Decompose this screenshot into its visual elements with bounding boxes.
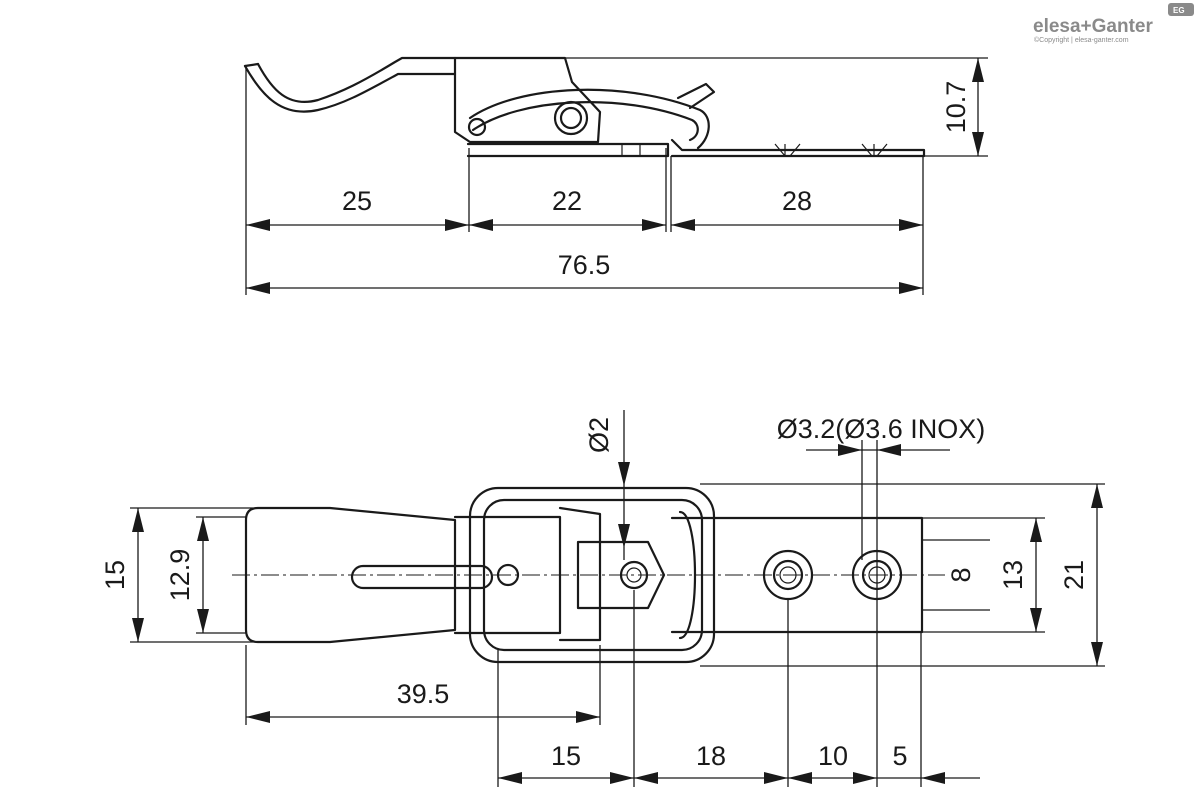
top-dim-8-label: 8 [946, 567, 976, 582]
brand-badge-icon [1168, 3, 1194, 16]
side-dim-76-5: 76.5 [246, 250, 923, 294]
top-dim-21-label: 21 [1059, 560, 1089, 590]
top-dim-12-9-label: 12.9 [165, 549, 195, 602]
brand-logo: elesa+Ganter ©Copyright | elesa-ganter.c… [1033, 3, 1194, 44]
side-view-extension-lines [245, 57, 988, 295]
top-dim-dia-3-2: Ø3.2(Ø3.6 INOX) [777, 414, 986, 456]
top-view-outline [232, 486, 945, 664]
top-dim-15-left: 15 [100, 508, 144, 642]
brand-logo-text: elesa+Ganter [1033, 16, 1153, 37]
top-dim-18: 18 [634, 741, 788, 784]
top-dim-dia-2: Ø2 [584, 417, 630, 548]
top-dim-10: 10 [788, 741, 877, 784]
side-view: 25 22 28 76.5 10.7 [243, 56, 988, 295]
side-view-outline [243, 56, 926, 158]
side-dim-22: 22 [469, 186, 666, 231]
top-dim-5-label: 5 [892, 741, 907, 771]
brand-copyright: ©Copyright | elesa-ganter.com [1034, 36, 1129, 44]
top-dim-15-left-label: 15 [100, 560, 130, 590]
top-view-extension-lines [130, 410, 1105, 787]
side-dim-28-label: 28 [782, 186, 812, 216]
top-dim-13-label: 13 [998, 560, 1028, 590]
top-view: 15 12.9 39.5 Ø2 Ø3.2(Ø3.6 INOX) [100, 410, 1105, 787]
top-dim-8: 8 [946, 567, 976, 582]
top-dim-15-bottom-label: 15 [551, 741, 581, 771]
top-dim-39-5-label: 39.5 [397, 679, 450, 709]
top-dim-dia-2-label: Ø2 [584, 417, 614, 453]
top-dim-15-bottom: 15 [498, 741, 634, 784]
side-dim-28: 28 [671, 186, 923, 231]
top-dim-39-5: 39.5 [246, 679, 600, 723]
side-dim-25-label: 25 [342, 186, 372, 216]
brand-badge-text: EG [1173, 6, 1185, 15]
side-dim-76-5-label: 76.5 [558, 250, 611, 280]
side-dim-10-7-label: 10.7 [941, 81, 971, 134]
side-dim-10-7: 10.7 [941, 58, 984, 156]
top-dim-10-label: 10 [818, 741, 848, 771]
top-dim-13: 13 [998, 518, 1042, 632]
top-dim-5: 5 [877, 741, 980, 784]
top-dim-12-9: 12.9 [165, 517, 209, 633]
top-dim-18-label: 18 [696, 741, 726, 771]
side-dim-25: 25 [246, 186, 469, 231]
side-dim-22-label: 22 [552, 186, 582, 216]
top-dim-21: 21 [1059, 484, 1103, 666]
top-dim-dia-3-2-label: Ø3.2(Ø3.6 INOX) [777, 414, 986, 444]
